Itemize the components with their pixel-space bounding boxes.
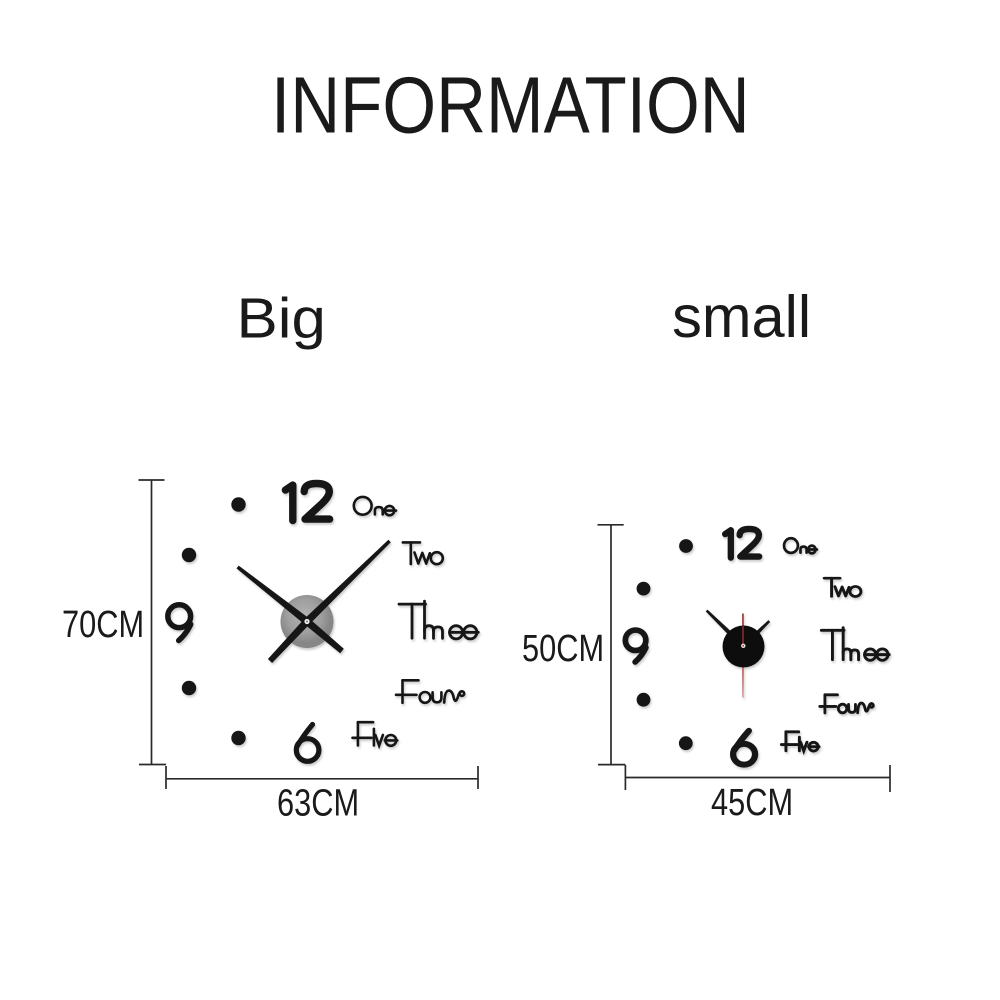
svg-text:45CM: 45CM xyxy=(711,782,793,824)
svg-text:50CM: 50CM xyxy=(522,628,604,670)
svg-text:INFORMATION: INFORMATION xyxy=(271,60,750,150)
svg-text:Big: Big xyxy=(237,286,326,350)
svg-text:63CM: 63CM xyxy=(277,783,359,825)
svg-text:70CM: 70CM xyxy=(62,604,144,646)
svg-text:small: small xyxy=(672,283,811,350)
